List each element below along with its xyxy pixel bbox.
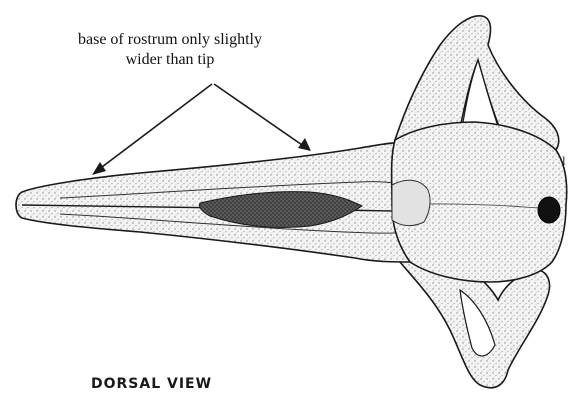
arrowhead-tip <box>92 162 106 175</box>
foramen-magnum <box>538 197 560 223</box>
arrowhead-base <box>298 138 311 151</box>
view-label: DORSAL VIEW <box>91 376 212 392</box>
annotation-arrow-tip <box>98 84 212 170</box>
annotation-arrow-base <box>214 84 305 147</box>
nasal-region <box>392 180 430 225</box>
rostrum-annotation: base of rostrum only slightly wider than… <box>20 30 320 70</box>
annotation-line-1: base of rostrum only slightly <box>20 30 320 50</box>
edge-mark: l <box>562 153 566 169</box>
annotation-line-2: wider than tip <box>20 50 320 70</box>
